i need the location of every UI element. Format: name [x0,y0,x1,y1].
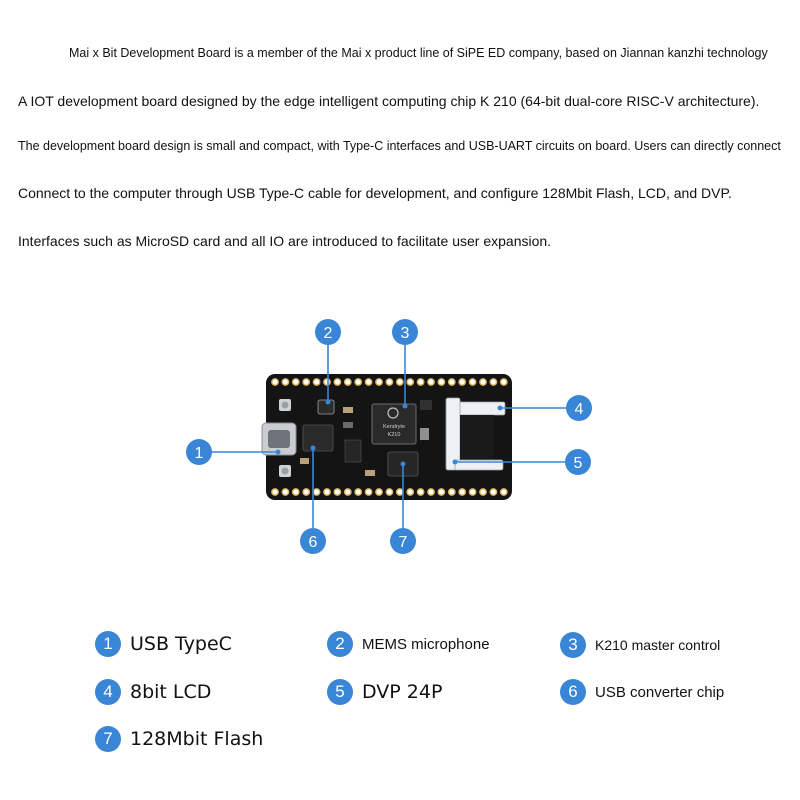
pin-pad [479,488,487,496]
pin-pad [281,488,290,496]
pin-pad [364,378,373,386]
intro-line-3: The development board design is small an… [18,139,781,153]
pin-pad [312,488,321,496]
intro-line-4: Connect to the computer through USB Type… [18,185,732,201]
pin-pad [406,488,415,496]
header-pins [271,378,508,496]
legend-label: 8bit LCD [130,681,212,703]
legend-item-flash: 7 128Mbit Flash [95,726,263,752]
legend-item-k210: 3 K210 master control [560,632,720,658]
pin-pad [375,378,383,386]
k210-chip [371,403,417,445]
pin-pad [427,378,435,386]
pin-pad [333,378,342,386]
pin-pad [343,488,352,496]
pin-pad [489,488,498,496]
pin-pad [343,378,352,386]
pin-pad [312,378,321,386]
callout-1: 1 [186,439,212,465]
svg-text:5: 5 [574,455,583,472]
pin-pad [437,488,446,496]
legend-item-dvp: 5 DVP 24P [327,679,442,705]
pin-pad [375,488,383,496]
pin-pad [271,378,279,386]
callout-lines [212,345,566,528]
pin-pad [499,488,508,496]
pin-pad [323,488,331,496]
pin-pad [333,488,342,496]
pin-pad [458,378,467,386]
pin-pad [447,378,456,386]
legend-label: MEMS microphone [362,635,490,653]
legend-number: 5 [327,679,353,705]
legend-item-mems-microphone: 2 MEMS microphone [327,631,490,657]
svg-text:6: 6 [309,534,318,551]
pin-pad [395,378,404,386]
legend-label: DVP 24P [362,681,443,703]
pin-pad [406,378,415,386]
svg-text:7: 7 [399,534,408,551]
legend-label: 128Mbit Flash [130,728,264,750]
chip-marking-1: Kendryte [383,424,405,430]
pin-pad [458,488,467,496]
legend-number: 1 [95,631,121,657]
intro-line-1: Mai x Bit Development Board is a member … [69,46,768,60]
pin-pad [291,378,300,386]
intro-line-2: A IOT development board designed by the … [18,93,760,109]
pin-pad [302,488,311,496]
svg-text:1: 1 [195,445,204,462]
svg-text:2: 2 [324,325,333,342]
pin-pad [291,488,300,496]
legend-number: 2 [327,631,353,657]
chip-marking-2: K210 [388,432,401,438]
legend-label: USB TypeC [130,633,232,655]
callout-7: 7 [390,528,416,554]
callout-4: 4 [566,395,592,421]
legend-item-usb-typec: 1 USB TypeC [95,631,232,657]
pin-pad [499,378,508,386]
pin-pad [479,378,487,386]
pin-pad [416,378,425,386]
pin-pad [416,488,425,496]
legend-label: USB converter chip [595,683,725,701]
legend-number: 4 [95,679,121,705]
dvp-connector-body [460,415,494,463]
usb-converter-chip [302,424,334,452]
legend-number: 6 [560,679,586,705]
intro-line-5: Interfaces such as MicroSD card and all … [18,233,552,249]
pin-pad [385,488,394,496]
pin-pad [427,488,435,496]
pin-pad [468,488,477,496]
callout-3: 3 [392,319,418,345]
pin-pad [437,378,446,386]
pin-pad [354,488,363,496]
pin-pad [385,378,394,386]
usb-typec-port [268,430,290,448]
pin-pad [354,378,363,386]
legend-item-usb-converter: 6 USB converter chip [560,679,724,705]
legend-item-lcd: 4 8bit LCD [95,679,211,705]
legend-number: 7 [95,726,121,752]
legend-number: 3 [560,632,586,658]
pin-pad [468,378,477,386]
pin-pad [395,488,404,496]
lcd-connector [454,401,506,416]
pin-pad [302,378,311,386]
pin-pad [447,488,456,496]
dvp-connector [445,397,461,471]
svg-text:4: 4 [575,401,584,418]
pin-pad [271,488,279,496]
pin-pad [364,488,373,496]
callout-6: 6 [300,528,326,554]
pin-pad [281,378,290,386]
pin-pad [489,378,498,386]
legend-label: K210 master control [595,637,721,653]
callout-2: 2 [315,319,341,345]
svg-text:3: 3 [401,325,410,342]
callout-5: 5 [565,449,591,475]
callout-dots [275,399,503,467]
pin-pad [323,378,331,386]
dev-board: Kendryte K210 [261,374,512,500]
board-diagram: Kendryte K210 1 2 [186,319,592,554]
